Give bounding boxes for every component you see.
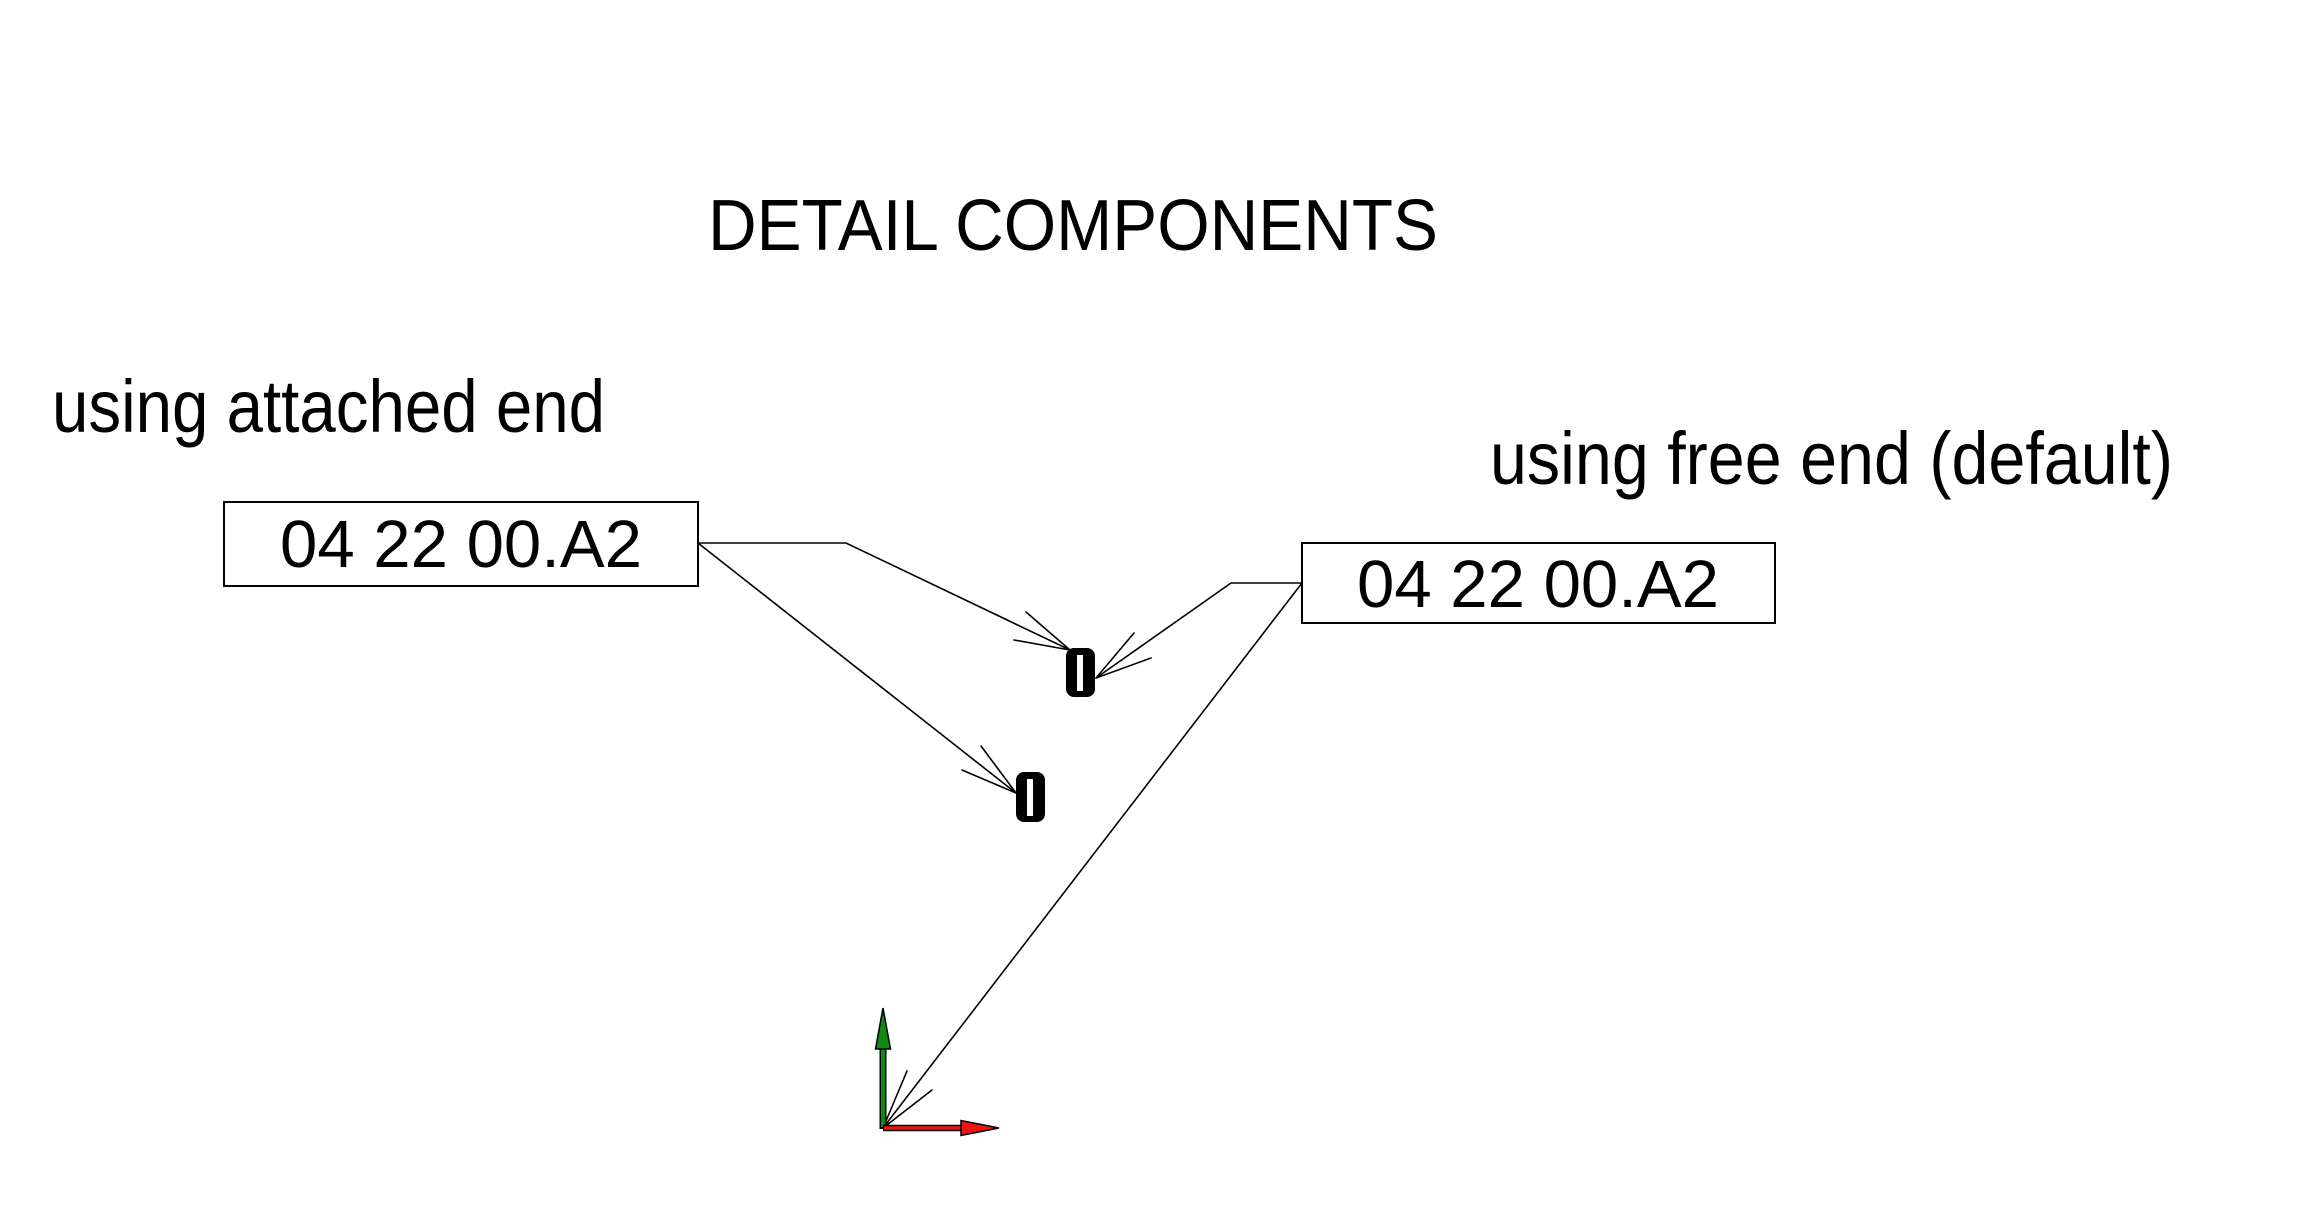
y-axis-green-arrow-icon bbox=[874, 1007, 892, 1050]
leader-arrowhead bbox=[961, 745, 1017, 794]
keynote-text: 04 22 00.A2 bbox=[280, 507, 642, 582]
leader-attached-to-lower-component[interactable] bbox=[697, 542, 1017, 794]
x-axis-red-arrow-icon bbox=[960, 1119, 1000, 1137]
label-using-attached-end[interactable]: using attached end bbox=[52, 365, 605, 448]
leader-line bbox=[882, 582, 1303, 1129]
component-slot bbox=[1027, 779, 1033, 816]
leader-line bbox=[697, 542, 1017, 794]
keynote-tag-attached[interactable]: 04 22 00.A2 bbox=[223, 501, 699, 587]
leader-line bbox=[1095, 582, 1303, 679]
detail-component-upper[interactable] bbox=[1066, 648, 1095, 697]
leader-arrowhead bbox=[1095, 632, 1152, 679]
label-using-free-end[interactable]: using free end (default) bbox=[1490, 417, 2173, 500]
keynote-box bbox=[1301, 542, 1776, 624]
leader-arrowhead bbox=[882, 1070, 933, 1129]
page-title[interactable]: DETAIL COMPONENTS bbox=[708, 186, 1438, 266]
leader-free-to-origin[interactable] bbox=[882, 582, 1303, 1129]
leader-attached-to-upper-component[interactable] bbox=[697, 542, 1071, 651]
detail-component-lower[interactable] bbox=[1016, 772, 1045, 822]
component-slot bbox=[1077, 655, 1083, 691]
keynote-text: 04 22 00.A2 bbox=[1357, 547, 1719, 622]
leader-free-to-upper-component[interactable] bbox=[1095, 582, 1303, 679]
leader-arrowhead bbox=[1013, 611, 1071, 651]
leader-line bbox=[697, 542, 1071, 651]
keynote-tag-free[interactable]: 04 22 00.A2 bbox=[1301, 542, 1776, 624]
keynote-box bbox=[223, 501, 699, 587]
origin-axis-indicator bbox=[874, 1007, 1000, 1137]
